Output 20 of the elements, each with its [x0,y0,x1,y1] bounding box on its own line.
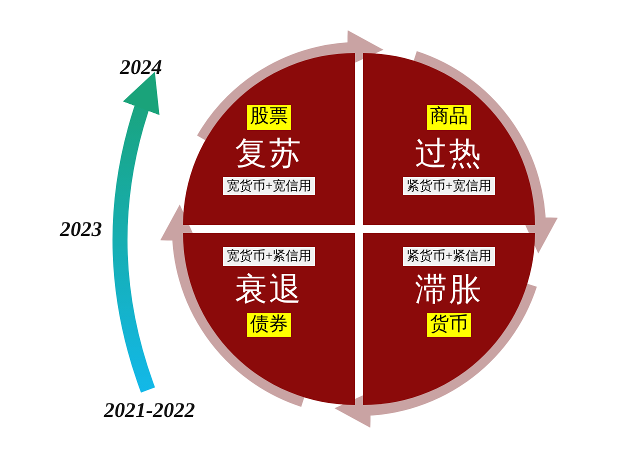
policy-label: 紧货币+宽信用 [403,176,495,196]
cycle-arrow [161,204,306,407]
phase-title: 复苏 [235,134,303,172]
policy-label: 宽货币+宽信用 [223,176,315,196]
asset-label: 商品 [427,105,471,130]
asset-label: 债券 [247,312,291,338]
year-label: 2021-2022 [104,398,195,423]
cycle-arrow [197,31,384,143]
policy-label: 宽货币+紧信用 [223,247,315,266]
cycle-arrow [412,51,557,254]
timeline-arrow [112,72,160,392]
policy-label: 紧货币+紧信用 [403,247,495,266]
year-label: 2024 [120,55,162,80]
asset-label: 货币 [427,312,471,338]
asset-label: 股票 [247,105,291,130]
phase-title: 衰退 [235,270,303,308]
phase-title: 滞胀 [415,270,483,308]
edge-label: 2023 [60,217,102,242]
phase-title: 过热 [415,134,483,172]
cycle-arrow [334,282,537,427]
